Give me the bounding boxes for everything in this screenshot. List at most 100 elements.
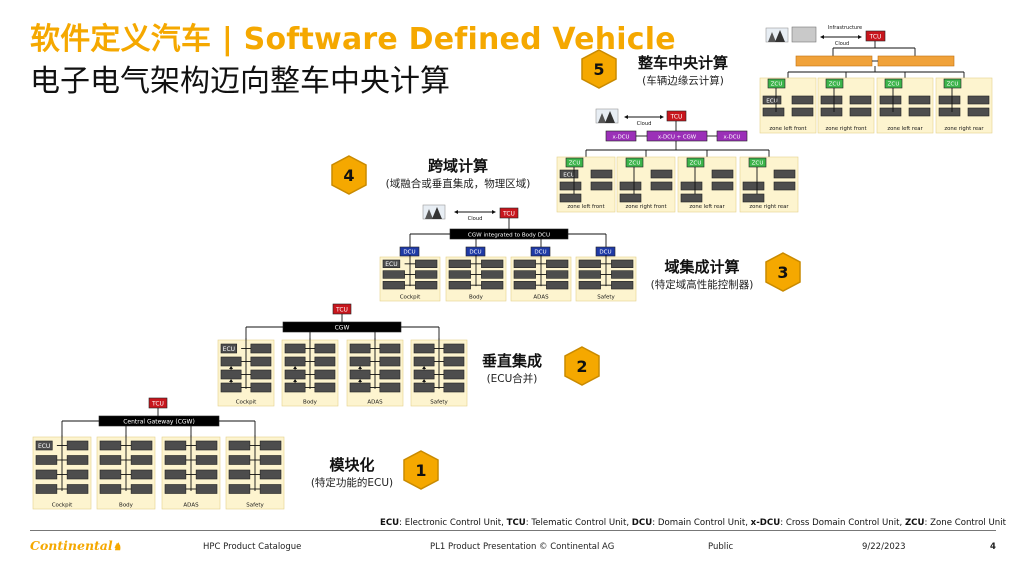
d4-ecu-box [650, 169, 673, 179]
step-5-desc: (车辆边缘云计算) [642, 75, 724, 87]
d5-ecu-box [908, 107, 931, 117]
d3-ecu-box [546, 281, 569, 290]
d4-zone-label-1: zone right front [625, 204, 666, 210]
legend-dcu-abbr: DCU [631, 518, 653, 528]
d5-zcu-box-0-label: ZCU [771, 82, 783, 88]
d5-ecu-box [938, 95, 961, 105]
d5-zcu-box-1 [825, 78, 844, 89]
d5-cloud-building-icon-shape-b [775, 30, 785, 42]
d4-zcu-box-1-label: ZCU [629, 161, 641, 167]
d2-integration-arrow-head [358, 379, 363, 382]
d4-ecu-box [590, 169, 613, 179]
d3-ecu-box [481, 259, 504, 268]
d2-ecu-box [349, 382, 371, 393]
d1-ecu-box [35, 469, 58, 480]
d1-ecu-box [130, 484, 153, 494]
d2-ecu-box [349, 343, 371, 354]
d3-ecu-box [481, 281, 504, 290]
d5-ecu-box [791, 107, 814, 117]
d2-ecu-box [443, 369, 465, 380]
d1-ecu-box [35, 484, 58, 494]
d5-hpc-right-box [877, 55, 955, 67]
legend-dcu-text: : Domain Control Unit, [652, 518, 751, 528]
d1-ecu-box [130, 440, 153, 451]
d1-ecu-box [228, 469, 251, 480]
d1-ecu-box [99, 440, 122, 451]
d4-ecu-box [590, 181, 613, 191]
d1-ecu-box [195, 469, 218, 480]
d2-integration-arrow-head [293, 379, 298, 382]
d5-zcu-box-3-label: ZCU [947, 82, 959, 88]
d4-zcu-box-3-label: ZCU [752, 161, 764, 167]
d2-integration-arrow-head [229, 366, 234, 369]
d4-ecu-box [619, 193, 642, 203]
footer-classification: Public [708, 542, 734, 552]
d1-group-label-3: Safety [246, 503, 264, 509]
step-4-desc: (域融合或垂直集成，物理区域) [385, 178, 531, 190]
d3-ecu-box [415, 270, 438, 279]
d5-zcu-box-3 [943, 78, 962, 89]
step-2-number: 2 [576, 357, 587, 376]
d5-zcu-box-2-label: ZCU [888, 82, 900, 88]
d4-ecu-label-box [559, 169, 579, 179]
d5-cloud-arrow-head-right [858, 35, 862, 39]
d1-ecu-box [228, 484, 251, 494]
d5-ecu-box [820, 95, 843, 105]
d3-ecu-box [611, 281, 634, 290]
d3-ecu-box [513, 259, 536, 268]
step-2-name: 垂直集成 [481, 352, 542, 370]
d3-ecu-box [382, 270, 405, 279]
d3-cloud-arrow-head-left [454, 210, 458, 214]
d5-ecu-box [820, 107, 843, 117]
d3-ecu-box [448, 259, 471, 268]
d4-zcu-box-2-label: ZCU [690, 161, 702, 167]
d5-ecu-box [849, 107, 872, 117]
d2-gateway-bar-label: CGW [335, 324, 350, 331]
d2-ecu-box [220, 369, 242, 380]
d5-tcu-box [865, 30, 886, 42]
d5-ecu-box [849, 95, 872, 105]
d2-ecu-box [413, 382, 435, 393]
d1-ecu-box [228, 440, 251, 451]
d1-ecu-box [259, 455, 282, 465]
d3-group-label-1: Body [469, 295, 484, 301]
d5-ecu-label: ECU [766, 98, 778, 104]
d2-ecu-box [284, 382, 306, 393]
d2-integration-arrow-head [358, 366, 363, 369]
legend-zcu-abbr: ZCU [904, 518, 925, 528]
d2-ecu-box [443, 343, 465, 354]
d2-group-label-0: Cockpit [236, 400, 257, 406]
d3-ecu-box [415, 281, 438, 290]
d2-ecu-box [250, 356, 272, 367]
d2-ecu-box [314, 369, 336, 380]
d3-group-label-0: Cockpit [400, 295, 421, 301]
d5-cloud-label: Cloud [835, 41, 849, 47]
d2-ecu-box [284, 369, 306, 380]
d4-xdcu-right-box-label: x-DCU [724, 134, 741, 140]
d1-group-label-0: Cockpit [52, 503, 73, 509]
d4-cloud-building-icon-shape-a [598, 113, 606, 123]
d1-ecu-box [259, 484, 282, 494]
d4-zcu-box-3 [748, 157, 767, 168]
d4-ecu-box [619, 181, 642, 191]
d4-tcu-box [666, 110, 687, 122]
d3-dcu-box-2-label: DCU [534, 250, 546, 256]
d3-ecu-label: ECU [385, 261, 397, 268]
d3-ecu-box [481, 270, 504, 279]
step-3: 域集成计算 (特定域高性能控制器) [645, 256, 759, 292]
d1-ecu-box [164, 440, 187, 451]
step-3-number: 3 [777, 263, 788, 282]
d5-ecu-box [879, 95, 902, 105]
d1-ecu-box [99, 484, 122, 494]
d5-cloud-arrow-head-left [820, 35, 824, 39]
d5-zcu-box-1-label: ZCU [829, 82, 841, 88]
d1-ecu-box [195, 440, 218, 451]
d1-ecu-box [228, 455, 251, 465]
page-number: 4 [990, 542, 996, 552]
d2-ecu-box [349, 356, 371, 367]
legend-ecu-abbr: ECU [380, 518, 400, 528]
d3-cloud-building-icon-shape-a [425, 209, 433, 219]
d4-ecu-box [711, 181, 734, 191]
step-4-number: 4 [343, 166, 354, 185]
d3-dcu-box-3 [595, 246, 616, 257]
